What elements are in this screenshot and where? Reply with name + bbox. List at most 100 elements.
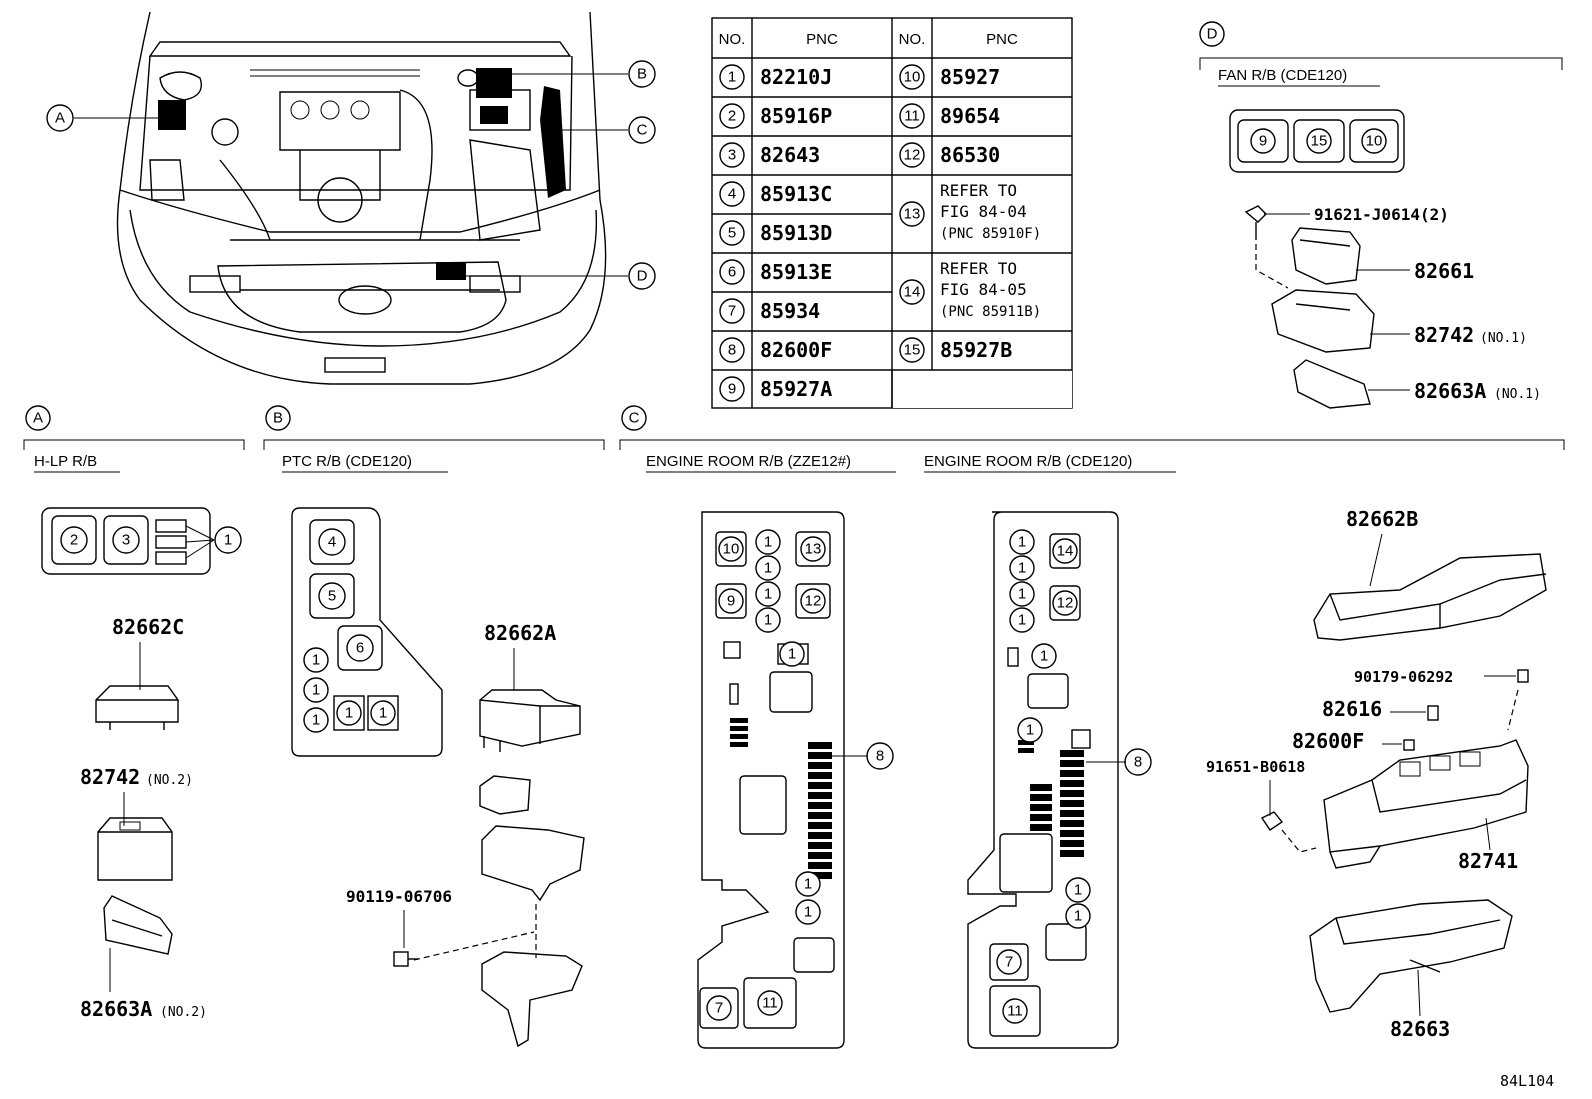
cde-callout-1: 1	[1009, 581, 1035, 607]
part-82600F: 82600F	[1292, 729, 1364, 753]
part-82742-no2: 82742	[80, 765, 140, 789]
fuse	[1030, 794, 1052, 801]
table-no-6: 6	[719, 259, 745, 285]
fuse	[1018, 740, 1034, 745]
fuse	[730, 726, 748, 731]
svg-text:8: 8	[1134, 754, 1142, 771]
svg-text:1: 1	[1026, 722, 1034, 739]
zze-callout-1: 1	[795, 871, 821, 897]
part-82741: 82741	[1458, 849, 1518, 873]
part-82616: 82616	[1322, 697, 1382, 721]
table-pnc-12: 86530	[940, 143, 1000, 167]
svg-text:3: 3	[122, 532, 130, 549]
svg-text:4: 4	[728, 186, 736, 203]
b-callout-1: 1	[336, 700, 362, 726]
cde-callout-1: 1	[1009, 555, 1035, 581]
bolt-90119-illustration	[393, 951, 418, 967]
fuse	[1060, 830, 1084, 837]
tray-82663-illustration	[1309, 899, 1513, 1013]
zze-callout-9: 9	[718, 588, 744, 614]
svg-text:H-LP R/B: H-LP R/B	[34, 453, 97, 470]
zze-callout-12: 12	[800, 588, 826, 614]
table-pnc-3: 82643	[760, 143, 820, 167]
svg-text:1: 1	[1018, 612, 1026, 629]
d-callout-9: 9	[1250, 128, 1276, 154]
part-82742-no1: 82742	[1414, 323, 1474, 347]
svg-text:9: 9	[1259, 133, 1267, 150]
table-pnc-11: 89654	[940, 104, 1000, 128]
zze-callout-1: 1	[795, 899, 821, 925]
block-82741-illustration	[1323, 739, 1529, 869]
fuse	[808, 782, 832, 789]
table-no-2: 2	[719, 103, 745, 129]
zze-callout-11: 11	[757, 990, 783, 1016]
callout-C: C	[628, 116, 656, 144]
svg-text:13: 13	[904, 206, 921, 223]
zze-callout-7: 7	[706, 995, 732, 1021]
d-callout-15: 15	[1306, 128, 1332, 154]
svg-text:12: 12	[1057, 595, 1074, 612]
fuse	[808, 752, 832, 759]
ptc-relay-box	[291, 507, 443, 757]
cde-callout-8: 8	[1124, 748, 1152, 776]
part-82663A-no2: 82663A	[80, 997, 152, 1021]
table-pnc-6: 85913E	[760, 260, 832, 284]
fuse	[808, 822, 832, 829]
table-ref-14-line: (PNC 85911B)	[940, 304, 1041, 320]
a-callout-2: 2	[60, 526, 88, 554]
table-ref-14-line: REFER TO	[940, 259, 1017, 278]
fuse	[1060, 850, 1084, 857]
table-pnc-2: 85916P	[760, 104, 832, 128]
cde-callout-1: 1	[1065, 877, 1091, 903]
tray-82663A-illustration	[103, 895, 173, 955]
svg-text:6: 6	[356, 640, 364, 657]
part-90119-06706: 90119-06706	[346, 887, 452, 906]
svg-text:7: 7	[1005, 954, 1013, 971]
fuse	[1060, 820, 1084, 827]
fuse	[808, 802, 832, 809]
svg-text:8: 8	[728, 342, 736, 359]
part-82661: 82661	[1414, 259, 1474, 283]
cde-callout-11: 11	[1002, 998, 1028, 1024]
svg-text:12: 12	[904, 147, 921, 164]
section-A-header: A H-LP R/B	[23, 405, 245, 473]
callout-B: B	[628, 60, 656, 88]
table-no-15: 15	[899, 337, 925, 363]
fuse	[808, 742, 832, 749]
svg-text:(NO.2): (NO.2)	[160, 1005, 207, 1020]
block-82742-no1-illustration	[1271, 289, 1375, 353]
cover-82662B-illustration	[1313, 553, 1547, 641]
svg-text:ENGINE ROOM R/B (CDE120): ENGINE ROOM R/B (CDE120)	[924, 453, 1132, 470]
b-callout-1: 1	[303, 647, 329, 673]
part-82662C: 82662C	[112, 615, 184, 639]
table-pnc-10: 85927	[940, 65, 1000, 89]
table-no-10: 10	[899, 64, 925, 90]
svg-text:C: C	[629, 410, 640, 427]
svg-text:(NO.1): (NO.1)	[1494, 387, 1541, 402]
cde-callout-1: 1	[1031, 643, 1057, 669]
figure-id: 84L104	[1500, 1072, 1554, 1090]
table-no-13: 13	[899, 201, 925, 227]
section-D-header: D FAN R/B (CDE120)	[1199, 21, 1563, 87]
part-82662B: 82662B	[1346, 507, 1418, 531]
cover-82661-illustration	[1291, 227, 1361, 285]
d-callout-10: 10	[1361, 128, 1387, 154]
svg-text:A: A	[55, 110, 65, 127]
svg-text:11: 11	[1007, 1003, 1023, 1020]
b-callout-4: 4	[318, 528, 346, 556]
svg-text:ENGINE ROOM R/B (ZZE12#): ENGINE ROOM R/B (ZZE12#)	[646, 453, 851, 470]
table-ref-13-line: FIG 84-04	[940, 202, 1027, 221]
fuse	[1030, 784, 1052, 791]
svg-text:9: 9	[727, 593, 735, 610]
table-pnc-9: 85927A	[760, 377, 832, 401]
table-no-1: 1	[719, 64, 745, 90]
table-no-5: 5	[719, 220, 745, 246]
svg-text:B: B	[637, 66, 647, 83]
part-82662A: 82662A	[484, 621, 556, 645]
svg-text:1: 1	[728, 69, 736, 86]
svg-text:15: 15	[1311, 133, 1328, 150]
svg-text:14: 14	[1057, 543, 1074, 560]
svg-text:1: 1	[1018, 534, 1026, 551]
fuse	[730, 734, 748, 739]
svg-text:9: 9	[728, 381, 736, 398]
